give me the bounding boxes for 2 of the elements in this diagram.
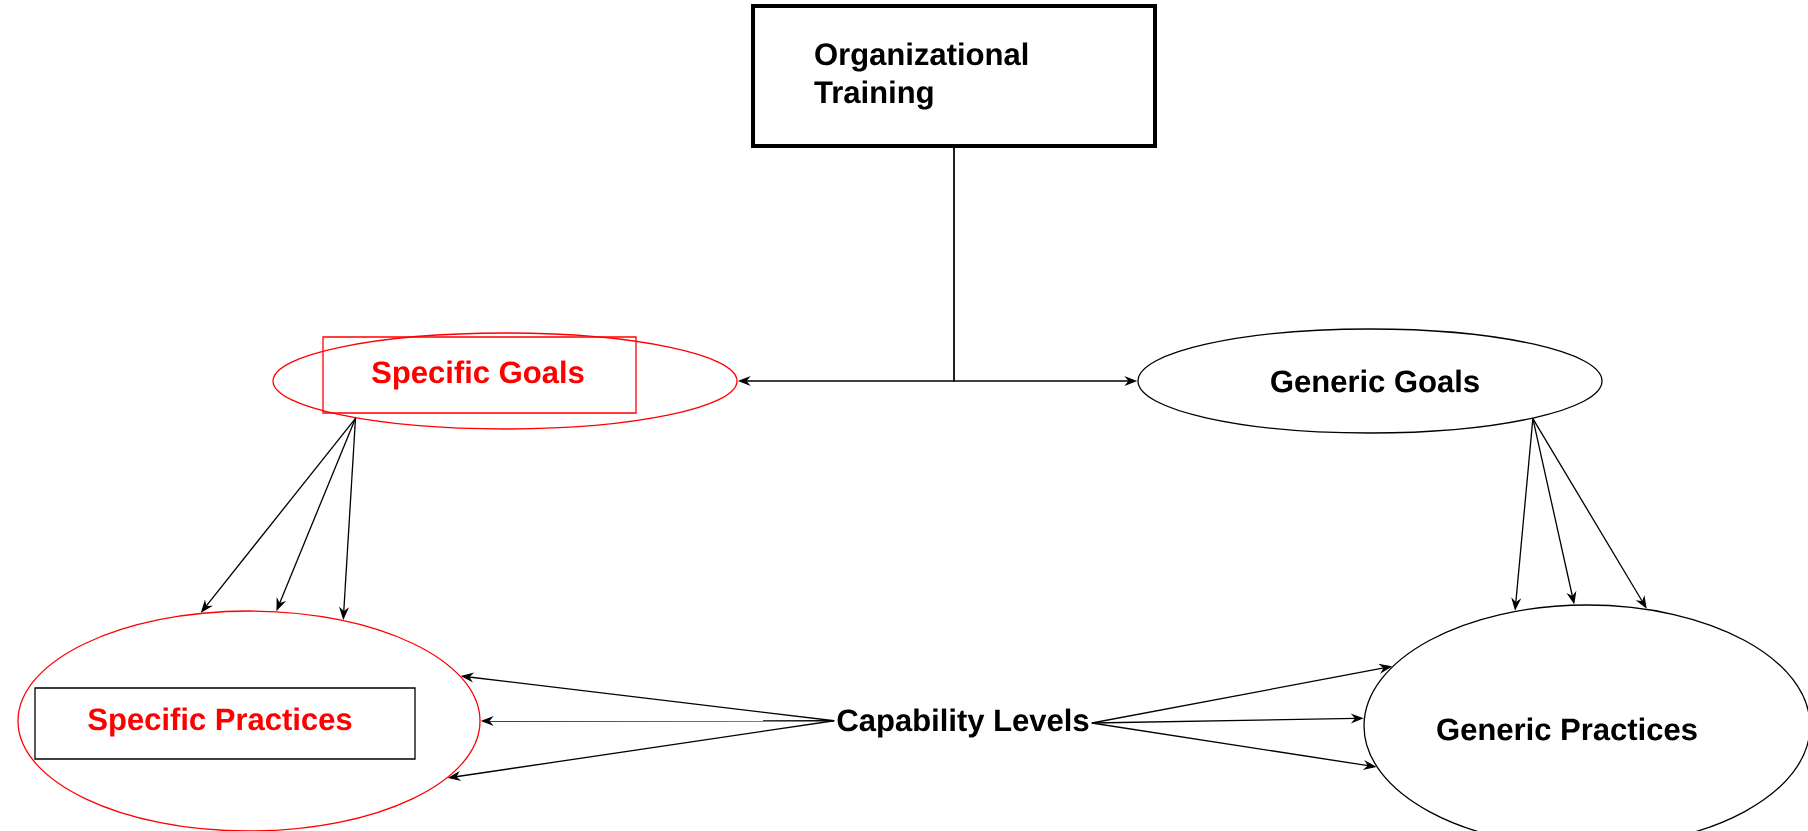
level-label: Capability Levels <box>837 708 1089 738</box>
process-box: Organizational Training <box>751 4 1157 148</box>
